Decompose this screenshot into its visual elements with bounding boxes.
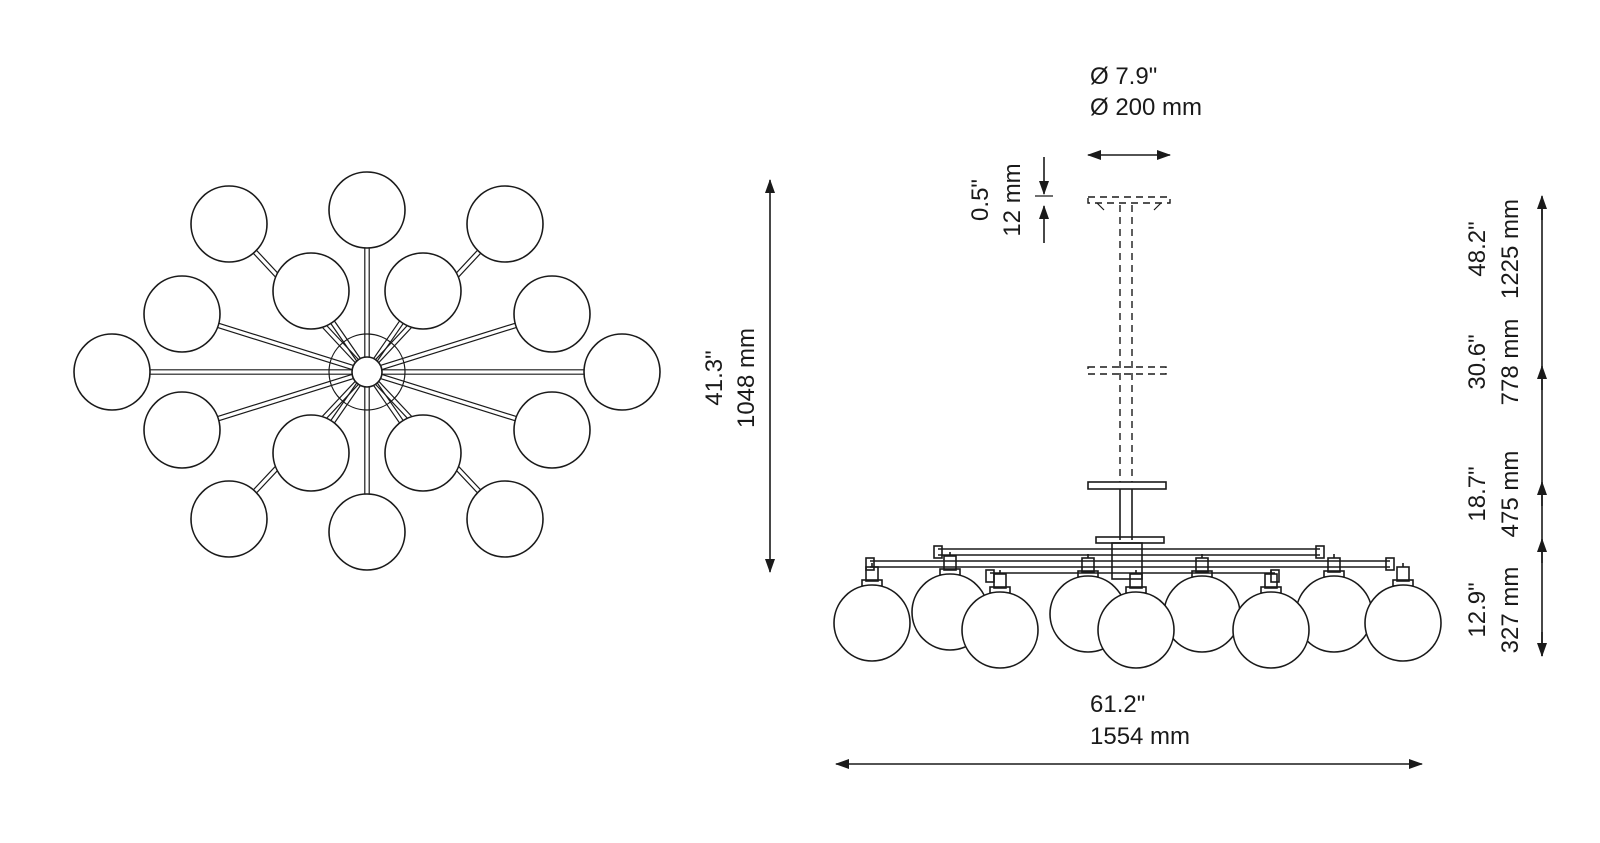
canopy-thickness-mm-label: 12 mm [999, 163, 1026, 236]
globe-1 [328, 171, 406, 249]
canopy-diameter-dimension: Ø 7.9" Ø 200 mm [1087, 63, 1202, 160]
globe-15 [466, 480, 544, 558]
arm-end-cap [985, 569, 995, 583]
height-778-inches: 30.6" [1464, 334, 1491, 389]
globe-6 [143, 275, 221, 353]
arm-end-cap [1270, 569, 1280, 583]
globe-5 [384, 252, 462, 330]
globe-7 [513, 275, 591, 353]
height-475-inches: 18.7" [1464, 466, 1491, 521]
arm-end-cap [1315, 545, 1325, 559]
globe-holder [993, 573, 1007, 589]
side-view-drawing [833, 196, 1442, 669]
globe-holder [1195, 557, 1209, 573]
side-globe-7 [961, 591, 1039, 669]
width-mm-label: 1554 mm [1090, 723, 1190, 750]
arm-end-cap [1385, 557, 1395, 571]
center-hub [351, 356, 383, 388]
globe-9 [583, 333, 661, 411]
canopy-thickness-inches-label: 0.5" [967, 179, 994, 221]
height-1225-mm: 1225 mm [1497, 199, 1524, 299]
arm-end-cap [933, 545, 943, 559]
globe-10 [143, 391, 221, 469]
canopy-bevel-left [1096, 202, 1105, 211]
canopy-top [1087, 196, 1171, 204]
globe-8 [73, 333, 151, 411]
overall-width-dimension: 61.2" 1554 mm [835, 691, 1423, 769]
canopy-thickness-dimension: 0.5" 12 mm [967, 157, 1053, 243]
height-1225-inches: 48.2" [1464, 221, 1491, 276]
height-mm-label: 1048 mm [733, 328, 760, 428]
height-327-mm: 327 mm [1497, 567, 1524, 654]
side-globe-1 [833, 584, 911, 662]
height-inches-label: 41.3" [701, 350, 728, 405]
globe-16 [328, 493, 406, 571]
globe-3 [466, 185, 544, 263]
globe-4 [272, 252, 350, 330]
globe-2 [190, 185, 268, 263]
side-globe-6 [1364, 584, 1442, 662]
globe-holder [943, 555, 957, 571]
globe-13 [384, 414, 462, 492]
globe-holder [865, 566, 879, 582]
drop-height-dimensions: 48.2" 1225 mm 30.6" 778 mm 18.7" 475 mm … [1464, 195, 1547, 657]
mid-rosette [1087, 366, 1167, 375]
height-327-inches: 12.9" [1464, 582, 1491, 637]
globe-holder [1327, 557, 1341, 573]
globe-14 [190, 480, 268, 558]
lower-rosette [1087, 481, 1167, 490]
globe-holder [1081, 557, 1095, 573]
globe-11 [513, 391, 591, 469]
globe-holder [1396, 566, 1410, 582]
hub-plate [1095, 536, 1165, 544]
width-inches-label: 61.2" [1090, 691, 1145, 718]
side-globe-5 [1163, 575, 1241, 653]
canopy-plate-outline [328, 333, 406, 411]
side-globe-9 [1232, 591, 1310, 669]
canopy-bevel-right [1153, 202, 1162, 211]
arm-end-cap [865, 557, 875, 571]
globe-12 [272, 414, 350, 492]
canopy-diameter-inches-label: Ø 7.9" [1090, 63, 1157, 90]
canopy-diameter-mm-label: Ø 200 mm [1090, 94, 1202, 121]
top-view-height-dimension: 41.3" 1048 mm [701, 179, 775, 573]
globe-holder [1129, 573, 1143, 589]
side-globe-8 [1097, 591, 1175, 669]
top-view-drawing [73, 171, 661, 571]
height-475-mm: 475 mm [1497, 451, 1524, 538]
height-778-mm: 778 mm [1497, 319, 1524, 406]
